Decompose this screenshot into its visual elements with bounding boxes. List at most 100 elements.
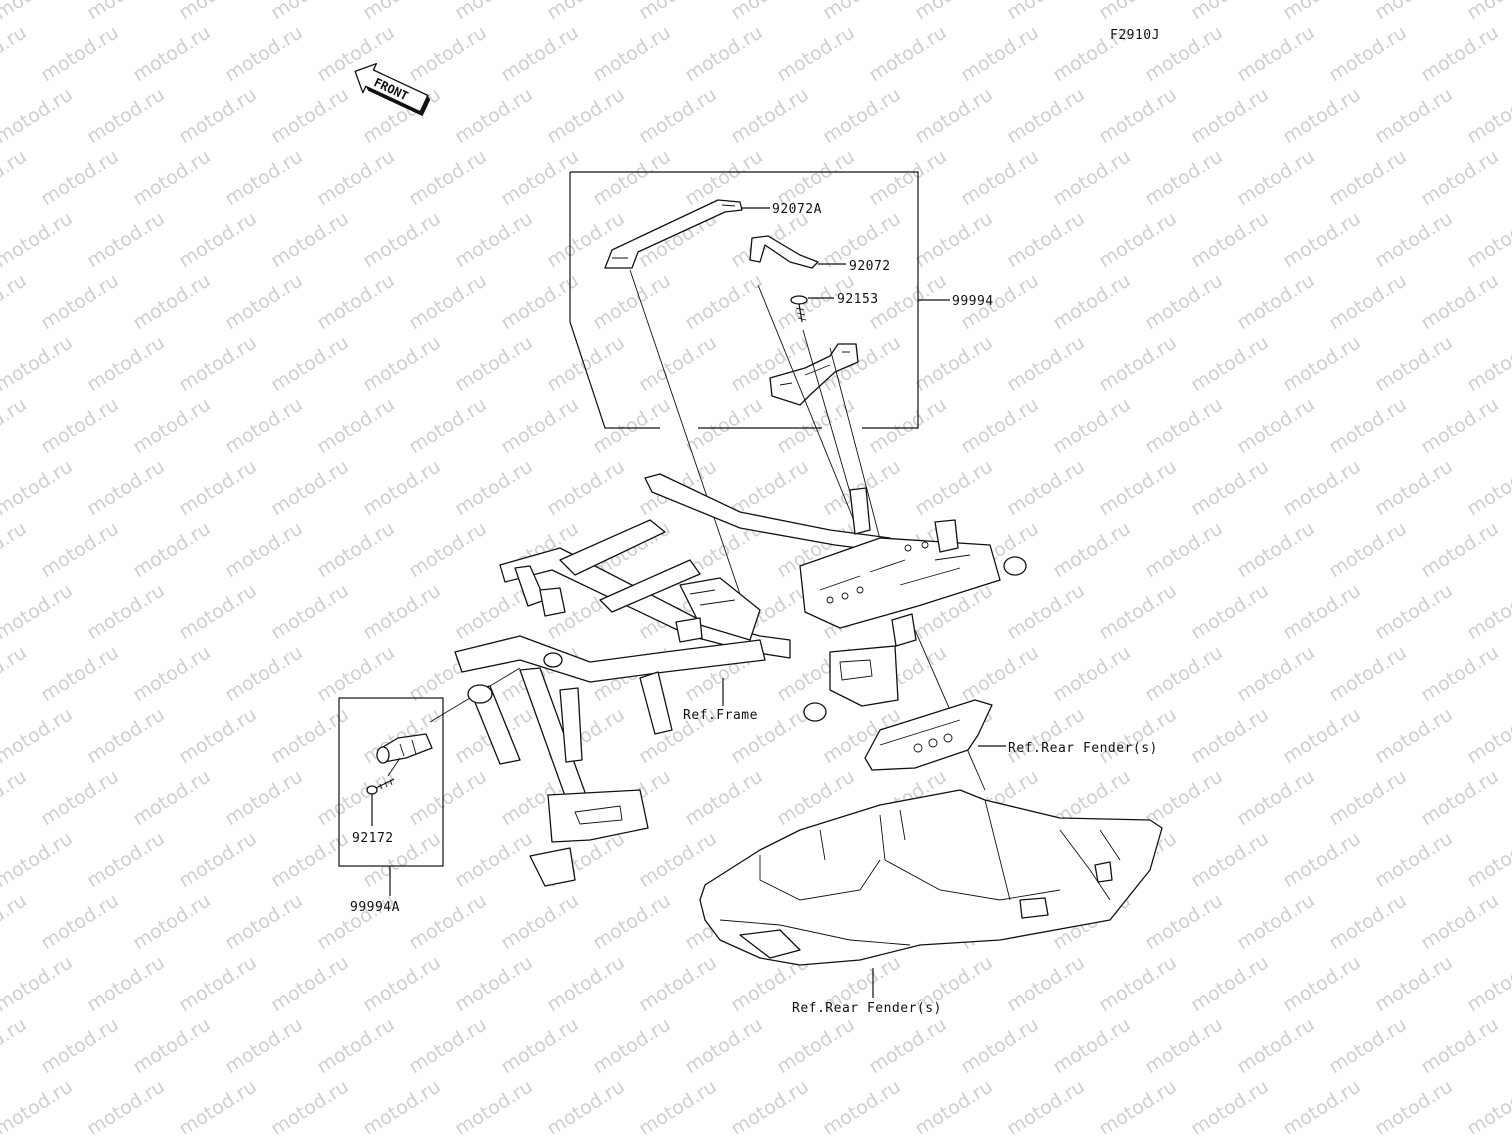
watermark-text: motod.ru bbox=[1233, 889, 1319, 954]
bracket-92072A: 92072A bbox=[604, 199, 822, 269]
callout-99994: 99994 bbox=[952, 294, 994, 309]
watermark-text: motod.ru bbox=[1095, 331, 1181, 396]
watermark-text: motod.ru bbox=[221, 393, 307, 458]
watermark-text: motod.ru bbox=[313, 269, 399, 334]
watermark-text: motod.ru bbox=[37, 269, 123, 334]
front-arrow-icon: FRONT bbox=[354, 63, 431, 117]
watermark-text: motod.ru bbox=[221, 641, 307, 706]
watermark-text: motod.ru bbox=[359, 1075, 445, 1134]
watermark-text: motod.ru bbox=[1049, 1013, 1135, 1078]
watermark-text: motod.ru bbox=[911, 331, 997, 396]
watermark-text: motod.ru bbox=[267, 455, 353, 520]
watermark-text: motod.ru bbox=[1187, 1075, 1273, 1134]
watermark-text: motod.ru bbox=[957, 393, 1043, 458]
callout-92072A: 92072A bbox=[772, 202, 822, 217]
watermark-text: motod.ru bbox=[957, 21, 1043, 86]
watermark-text: motod.ru bbox=[1003, 455, 1089, 520]
watermark-text: motod.ru bbox=[1417, 889, 1503, 954]
watermark-text: motod.ru bbox=[175, 0, 261, 24]
watermark-text: motod.ru bbox=[819, 1075, 905, 1134]
watermark-text: motod.ru bbox=[1049, 393, 1135, 458]
watermark-text: motod.ru bbox=[1371, 455, 1457, 520]
watermark-text: motod.ru bbox=[221, 517, 307, 582]
watermark-text: motod.ru bbox=[83, 331, 169, 396]
watermark-text: motod.ru bbox=[313, 765, 399, 830]
watermark-text: motod.ru bbox=[267, 827, 353, 892]
watermark-text: motod.ru bbox=[37, 517, 123, 582]
watermark-text: motod.ru bbox=[1463, 0, 1512, 24]
watermark-text: motod.ru bbox=[497, 21, 583, 86]
watermark-text: motod.ru bbox=[1417, 393, 1503, 458]
watermark-text: motod.ru bbox=[1417, 517, 1503, 582]
watermark-text: motod.ru bbox=[1187, 827, 1273, 892]
watermark-text: motod.ru bbox=[175, 455, 261, 520]
watermark-text: motod.ru bbox=[1233, 765, 1319, 830]
watermark-text: motod.ru bbox=[1049, 145, 1135, 210]
watermark-text: motod.ru bbox=[1279, 951, 1365, 1016]
watermark-text: motod.ru bbox=[543, 83, 629, 148]
watermark-text: motod.ru bbox=[129, 889, 215, 954]
watermark-text: motod.ru bbox=[1279, 83, 1365, 148]
watermark-text: motod.ru bbox=[1141, 393, 1227, 458]
watermark-text: motod.ru bbox=[1463, 455, 1512, 520]
watermark-text: motod.ru bbox=[129, 269, 215, 334]
watermark-text: motod.ru bbox=[1141, 269, 1227, 334]
watermark-text: motod.ru bbox=[1049, 517, 1135, 582]
watermark-text: motod.ru bbox=[0, 455, 77, 520]
watermark-text: motod.ru bbox=[451, 827, 537, 892]
watermark-text: motod.ru bbox=[83, 455, 169, 520]
watermark-text: motod.ru bbox=[681, 21, 767, 86]
watermark-text: motod.ru bbox=[0, 703, 77, 768]
watermark-text: motod.ru bbox=[221, 889, 307, 954]
watermark-text: motod.ru bbox=[1003, 207, 1089, 272]
kit-99994-box: 99994 bbox=[569, 171, 994, 429]
watermark-text: motod.ru bbox=[911, 207, 997, 272]
watermark-text: motod.ru bbox=[1325, 21, 1411, 86]
watermark-text: motod.ru bbox=[1371, 827, 1457, 892]
watermark-text: motod.ru bbox=[957, 641, 1043, 706]
watermark-text: motod.ru bbox=[1003, 579, 1089, 644]
watermark-text: motod.ru bbox=[1371, 703, 1457, 768]
watermark-text: motod.ru bbox=[1187, 83, 1273, 148]
watermark-text: motod.ru bbox=[1325, 1013, 1411, 1078]
watermark-text: motod.ru bbox=[37, 889, 123, 954]
watermark-text: motod.ru bbox=[635, 1075, 721, 1134]
watermark-text: motod.ru bbox=[313, 393, 399, 458]
watermark-text: motod.ru bbox=[451, 207, 537, 272]
screw-92172: 92172 bbox=[352, 778, 395, 846]
watermark-text: motod.ru bbox=[1095, 951, 1181, 1016]
watermark-text: motod.ru bbox=[1325, 393, 1411, 458]
watermark-text: motod.ru bbox=[1095, 207, 1181, 272]
watermark-text: motod.ru bbox=[911, 1075, 997, 1134]
watermark-text: motod.ru bbox=[313, 517, 399, 582]
watermark-text: motod.ru bbox=[221, 269, 307, 334]
watermark-text: motod.ru bbox=[451, 1075, 537, 1134]
watermark-text: motod.ru bbox=[1187, 951, 1273, 1016]
watermark-text: motod.ru bbox=[0, 21, 31, 86]
assembly-leaders bbox=[429, 269, 986, 791]
watermark-text: motod.ru bbox=[405, 269, 491, 334]
watermark-text: motod.ru bbox=[543, 455, 629, 520]
watermark-text: motod.ru bbox=[773, 1013, 859, 1078]
watermark-text: motod.ru bbox=[1371, 1075, 1457, 1134]
callout-99994A: 99994A bbox=[350, 900, 400, 915]
watermark-text: motod.ru bbox=[1371, 0, 1457, 24]
watermark-text: motod.ru bbox=[1003, 0, 1089, 24]
watermark-text: motod.ru bbox=[451, 455, 537, 520]
watermark-text: motod.ru bbox=[911, 455, 997, 520]
watermark-text: motod.ru bbox=[0, 0, 77, 24]
watermark-text: motod.ru bbox=[37, 393, 123, 458]
watermark-text: motod.ru bbox=[451, 331, 537, 396]
watermark-text: motod.ru bbox=[865, 393, 951, 458]
watermark-text: motod.ru bbox=[497, 889, 583, 954]
watermark-text: motod.ru bbox=[1325, 641, 1411, 706]
watermark-text: motod.ru bbox=[37, 145, 123, 210]
watermark-text: motod.ru bbox=[1141, 889, 1227, 954]
watermark-text: motod.ru bbox=[83, 83, 169, 148]
watermark-text: motod.ru bbox=[0, 827, 77, 892]
watermark-text: motod.ru bbox=[589, 1013, 675, 1078]
watermark-text: motod.ru bbox=[405, 1013, 491, 1078]
watermark-text: motod.ru bbox=[589, 21, 675, 86]
watermark-text: motod.ru bbox=[267, 0, 353, 24]
